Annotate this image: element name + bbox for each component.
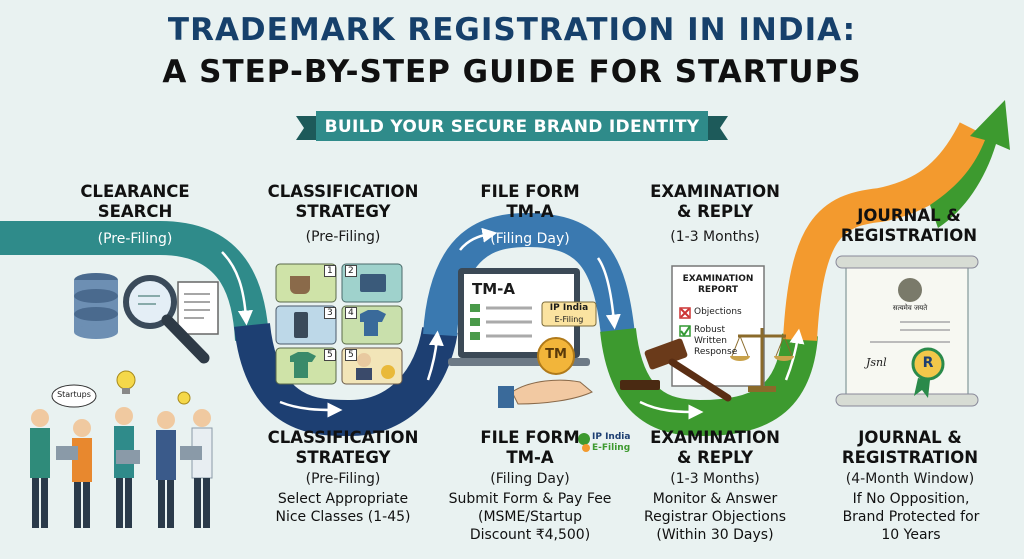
title-line-2: A STEP-BY-STEP GUIDE FOR STARTUPS: [162, 54, 862, 90]
banner-ribbon: [296, 111, 728, 141]
tm-form-label: TM-A: [472, 280, 515, 298]
green-arrow: [930, 100, 1010, 228]
signature: Jsnl: [866, 356, 887, 369]
scales-icon: [730, 328, 794, 392]
tile-number-3: 3: [324, 307, 336, 319]
report-icon: [671, 265, 765, 387]
top-step-3-sub: (Filing Day): [490, 231, 570, 247]
certificate-icon: [835, 255, 979, 407]
top-step-5-title: JOURNAL &REGISTRATION: [840, 206, 978, 245]
orange-path: [783, 122, 991, 341]
class-tiles: [275, 263, 403, 385]
hand-coin-icon: [498, 337, 593, 408]
magnifier-icon: [123, 275, 210, 364]
tile-number-1: 1: [324, 265, 336, 277]
registered-badge: R: [922, 355, 934, 371]
tm-coin-label: TM: [545, 347, 567, 362]
bottom-step-3-sub: (1-3 Months): [670, 471, 760, 487]
ip-india-logo-icon: [578, 433, 590, 452]
banner-text: BUILD YOUR SECURE BRAND IDENTITY: [324, 117, 700, 137]
bottom-step-3-title: EXAMINATION& REPLY: [650, 428, 780, 467]
title-line-1: TRADEMARK REGISTRATION IN INDIA:: [167, 12, 857, 48]
bottom-step-1-sub: (Pre-Filing): [305, 471, 381, 487]
tile-number-2: 2: [345, 265, 357, 277]
navy-path: [234, 322, 458, 437]
gavel-icon: [620, 338, 732, 402]
bottom-step-2-sub: (Filing Day): [490, 471, 570, 487]
tile-number-6: 5: [345, 349, 357, 361]
top-step-2-sub: (Pre-Filing): [305, 229, 381, 245]
database-icon: [74, 273, 118, 339]
top-step-4-title: EXAMINATION& REPLY: [650, 182, 780, 221]
bottom-step-4-sub: (4-Month Window): [845, 471, 975, 487]
tile-number-5: 5: [324, 349, 336, 361]
document-icon: [177, 281, 219, 335]
startups-bubble: Startups: [57, 390, 91, 399]
top-step-1-sub: (Pre-Filing): [97, 231, 173, 247]
report-objections: Objections: [694, 307, 742, 317]
top-step-4-sub: (1-3 Months): [670, 229, 760, 245]
team-icon: [30, 370, 213, 528]
seal-caption: सत्यमेव जयते: [892, 304, 928, 312]
tile-number-4: 4: [345, 307, 357, 319]
bottom-step-4-title: JOURNAL &REGISTRATION: [841, 428, 979, 467]
